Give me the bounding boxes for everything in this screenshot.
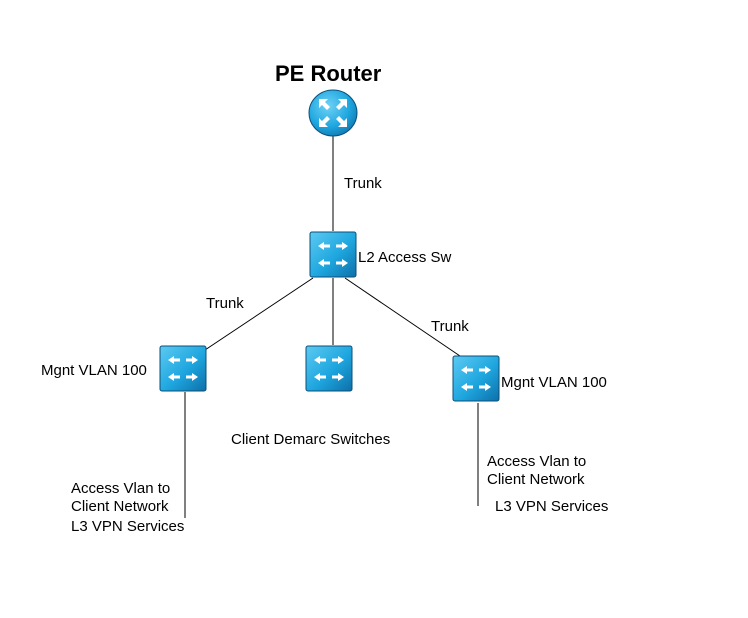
link-l2-left: [204, 277, 314, 351]
right-services-label: L3 VPN Services: [495, 498, 608, 515]
right-access-line2: Client Network: [487, 471, 585, 488]
trunk-label-router: Trunk: [344, 175, 382, 192]
right-demarc-switch-icon: [452, 355, 500, 402]
right-access-line1: Access Vlan to: [487, 453, 586, 470]
left-switch-label: Mgnt VLAN 100: [41, 362, 147, 379]
left-services-label: L3 VPN Services: [71, 518, 184, 535]
l2-access-switch-icon: [309, 231, 357, 278]
left-demarc-switch-icon: [159, 345, 207, 392]
left-access-line1: Access Vlan to: [71, 480, 170, 497]
page-title: PE Router: [275, 61, 382, 86]
right-switch-label: Mgnt VLAN 100: [501, 374, 607, 391]
link-l2-right: [344, 277, 461, 357]
client-demarc-caption: Client Demarc Switches: [231, 431, 390, 448]
left-access-line2: Client Network: [71, 498, 169, 515]
router-icon: [308, 89, 358, 137]
center-demarc-switch-icon: [305, 345, 353, 392]
trunk-label-right: Trunk: [431, 318, 469, 335]
l2-switch-label: L2 Access Sw: [358, 249, 452, 266]
trunk-label-left: Trunk: [206, 295, 244, 312]
